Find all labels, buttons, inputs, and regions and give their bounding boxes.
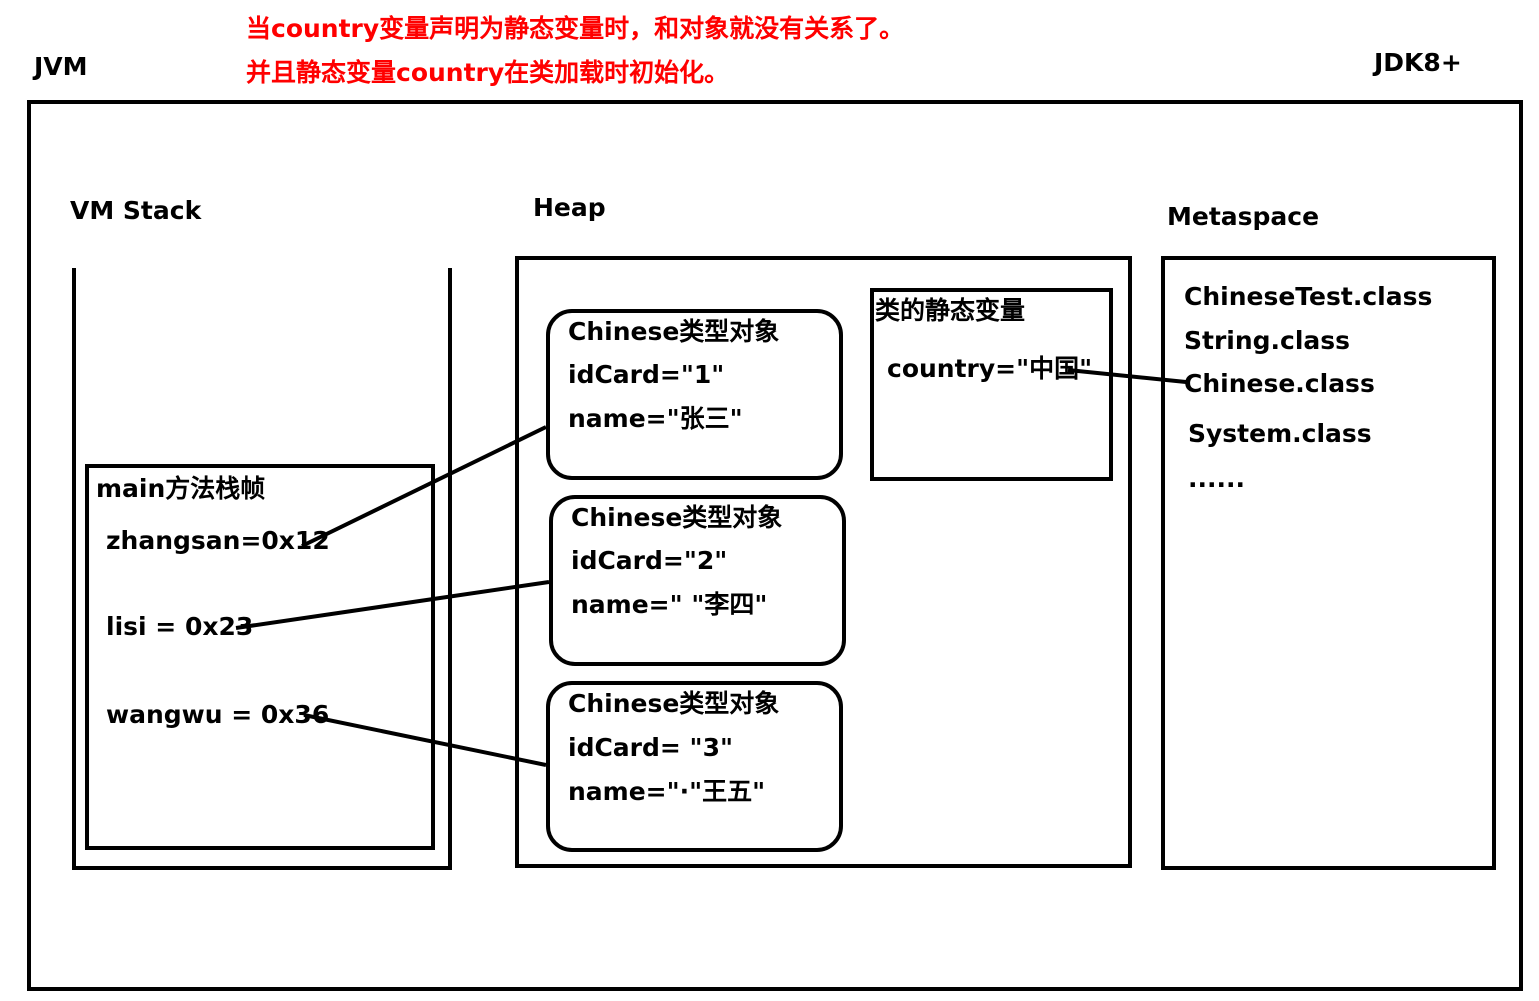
stack-frame-title: main方法栈帧	[96, 474, 266, 503]
heap-object-3	[546, 681, 843, 852]
class-ellipsis: ......	[1188, 464, 1245, 493]
stack-var-zhangsan: zhangsan=0x12	[106, 526, 330, 555]
object-1-type: Chinese类型对象	[568, 317, 780, 346]
stack-var-wangwu: wangwu = 0x36	[106, 700, 330, 729]
vm-stack-label: VM Stack	[70, 196, 202, 225]
static-var-country: country="中国"	[887, 354, 1093, 383]
object-2-name: name=" "李四"	[571, 590, 768, 619]
object-1-name: name="张三"	[568, 404, 743, 433]
object-1-idcard: idCard="1"	[568, 360, 725, 389]
main-stack-frame	[85, 464, 435, 850]
heap-object-2	[549, 495, 846, 666]
object-3-type: Chinese类型对象	[568, 689, 780, 718]
ref-country-to-chinese-class	[1067, 368, 1187, 384]
vm-stack-container	[72, 268, 452, 870]
ref-zhangsan-to-object-1	[301, 425, 547, 548]
object-2-idcard: idCard="2"	[571, 546, 728, 575]
jvm-container	[27, 100, 1523, 991]
heap-object-1	[546, 309, 843, 480]
metaspace-container	[1161, 256, 1496, 870]
jdk-version-label: JDK8+	[1374, 48, 1462, 77]
stack-var-lisi: lisi = 0x23	[106, 612, 254, 641]
object-2-type: Chinese类型对象	[571, 503, 783, 532]
heap-container	[515, 256, 1132, 868]
note-line-1: 当country变量声明为静态变量时，和对象就没有关系了。	[246, 14, 905, 43]
object-3-idcard: idCard= "3"	[568, 733, 734, 762]
class-system: System.class	[1188, 419, 1372, 448]
ref-lisi-to-object-2	[235, 580, 550, 630]
class-string: String.class	[1184, 326, 1351, 355]
metaspace-label: Metaspace	[1167, 202, 1320, 231]
jvm-label: JVM	[34, 52, 88, 81]
note-line-2: 并且静态变量country在类加载时初始化。	[246, 58, 730, 87]
object-3-name: name="·"王五"	[568, 777, 766, 806]
static-vars-title: 类的静态变量	[875, 296, 1026, 325]
static-vars-box	[870, 288, 1113, 481]
ref-wangwu-to-object-3	[303, 713, 547, 767]
class-chinese: Chinese.class	[1184, 369, 1375, 398]
heap-label: Heap	[533, 193, 606, 222]
class-chinesetest: ChineseTest.class	[1184, 282, 1433, 311]
